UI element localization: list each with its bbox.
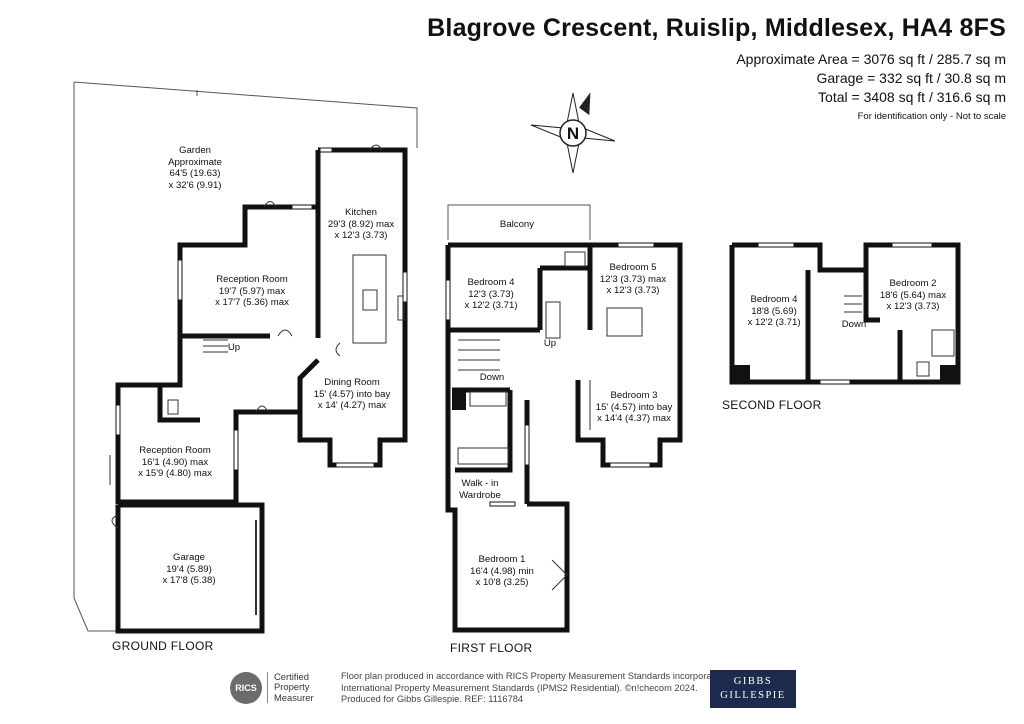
bedroom1-label: Bedroom 1 16'4 (4.98) min x 10'8 (3.25) bbox=[470, 554, 534, 588]
reception-room-upper-label: Reception Room 19'7 (5.97) max x 17'7 (5… bbox=[215, 274, 289, 308]
second-floor-solid-blocks bbox=[732, 365, 958, 382]
rics-badge: RICS bbox=[230, 672, 262, 704]
kitchen-label: Kitchen 29'3 (8.92) max x 12'3 (3.73) bbox=[327, 207, 395, 241]
first-floor-windows bbox=[445, 242, 655, 507]
dining-room-label: Dining Room 15' (4.57) into bay x 14' (4… bbox=[313, 377, 391, 411]
first-floor-label: FIRST FLOOR bbox=[450, 641, 533, 655]
second-stairs-down-label: Down bbox=[841, 319, 867, 330]
gibbs-gillespie-logo: GIBBS GILLESPIE bbox=[710, 670, 796, 708]
garden-boundary bbox=[73, 81, 418, 632]
second-floor-label: SECOND FLOOR bbox=[722, 398, 822, 412]
first-floor-fixtures bbox=[457, 251, 643, 591]
garden-label: Garden Approximate 64'5 (19.63) x 32'6 (… bbox=[168, 145, 222, 191]
garage-label: Garage 19'4 (5.89) x 17'8 (5.38) bbox=[162, 552, 216, 586]
identification-note: For identification only - Not to scale bbox=[857, 111, 1006, 122]
total-area: Total = 3408 sq ft / 316.6 sq m bbox=[818, 89, 1006, 105]
rics-certified-text: Certified Property Measurer bbox=[267, 671, 314, 704]
first-bedroom4-label: Bedroom 4 12'3 (3.73) x 12'2 (3.71) bbox=[464, 277, 518, 311]
bedroom5-label: Bedroom 5 12'3 (3.73) max x 12'3 (3.73) bbox=[599, 262, 667, 296]
first-stairs-up-label: Up bbox=[543, 338, 557, 349]
compass-icon: N bbox=[530, 92, 616, 174]
area-summary: Approximate Area = 3076 sq ft / 285.7 sq… bbox=[736, 50, 1006, 125]
compass-north-label: N bbox=[567, 124, 579, 143]
garage-area: Garage = 332 sq ft / 30.8 sq m bbox=[816, 70, 1007, 86]
second-floor-windows bbox=[757, 242, 933, 385]
rics-logo: RICS Certified Property Measurer bbox=[230, 670, 330, 706]
walk-in-wardrobe-label: Walk - in Wardrobe bbox=[459, 478, 501, 501]
ground-floor-windows bbox=[115, 147, 408, 471]
property-title: Blagrove Crescent, Ruislip, Middlesex, H… bbox=[427, 14, 1006, 42]
balcony-outline bbox=[447, 204, 591, 240]
balcony-label: Balcony bbox=[499, 219, 535, 230]
second-floor-fixtures bbox=[844, 295, 955, 377]
bedroom2-label: Bedroom 2 18'6 (5.64) max x 12'3 (3.73) bbox=[879, 278, 947, 312]
approx-area: Approximate Area = 3076 sq ft / 285.7 sq… bbox=[736, 51, 1006, 67]
first-floor-solid-block bbox=[452, 392, 466, 410]
first-stairs-down-label: Down bbox=[479, 372, 505, 383]
ground-stairs-up-label: Up bbox=[227, 342, 241, 353]
reception-room-lower-label: Reception Room 16'1 (4.90) max x 15'9 (4… bbox=[138, 445, 212, 479]
bedroom3-label: Bedroom 3 15' (4.57) into bay x 14'4 (4.… bbox=[595, 390, 673, 424]
second-floor-walls bbox=[729, 242, 961, 385]
ground-floor-label: GROUND FLOOR bbox=[112, 639, 214, 653]
footer-disclaimer: Floor plan produced in accordance with R… bbox=[341, 671, 727, 704]
ground-floor-fixtures bbox=[109, 144, 405, 615]
second-bedroom4-label: Bedroom 4 18'8 (5.69) x 12'2 (3.71) bbox=[747, 294, 801, 328]
